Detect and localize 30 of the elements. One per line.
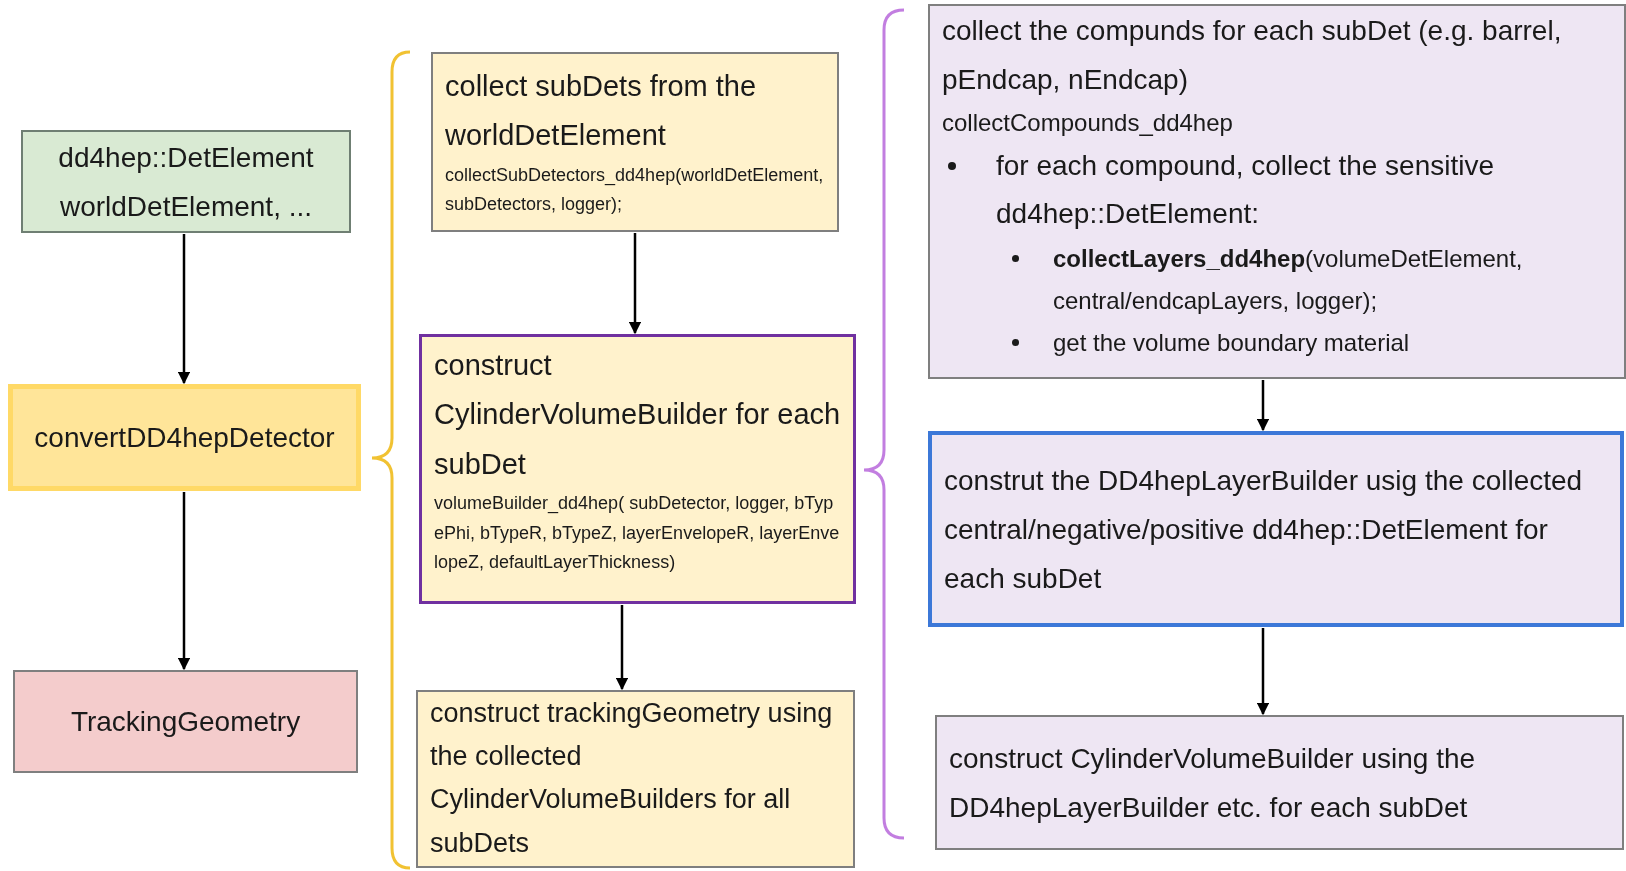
box-text: construct CylinderVolumeBuilder using the DD4hepLayerBuilder etc. for each subDet <box>949 741 1477 825</box>
box-text: collect subDets from the worldDetElement <box>445 69 758 154</box>
process-box <box>935 715 1624 850</box>
arrow <box>177 234 191 385</box>
arrow <box>615 605 629 691</box>
function-box <box>8 384 361 491</box>
box-text: collect the compunds for each subDet (e.g. barrel, pEndcap, nEndcap) <box>942 14 1563 97</box>
arrow <box>1256 380 1270 432</box>
box-text: construct trackingGeometry using the collected CylinderVolumeBuilders for all subDets <box>430 697 834 860</box>
box-text: dd4hep::DetElement worldDetElement, ... <box>57 140 315 224</box>
process-box <box>419 334 856 604</box>
bullet-text: for each compound, collect the sensitive dd4hep::DetElement: <box>996 149 1496 231</box>
code-text: collectCompounds_dd4hep <box>942 108 1234 138</box>
box-text: construt the DD4hepLayerBuilder usig the collected central/negative/positive dd4hep::DetElement for each subDet <box>944 463 1584 596</box>
bullet-text: get the volume boundary material <box>1053 327 1410 358</box>
process-box <box>431 52 839 232</box>
process-box <box>416 690 855 868</box>
bullet-text: collectLayers_dd4hep(volumeDetElement, central/endcapLayers, logger); <box>1053 243 1524 316</box>
arrow <box>177 492 191 671</box>
process-box <box>928 431 1624 627</box>
arrow <box>628 233 642 335</box>
process-box <box>928 4 1626 379</box>
input-box <box>21 130 351 233</box>
output-box <box>13 670 358 773</box>
arrow <box>1256 628 1270 716</box>
box-text: TrackingGeometry <box>70 705 301 739</box>
code-text: collectSubDetectors_dd4hep(worldDetElement, subDetectors, logger); <box>445 163 825 217</box>
box-text: construct CylinderVolumeBuilder for each subDet <box>434 348 841 482</box>
code-text: volumeBuilder_dd4hep( subDetector, logger, bTypePhi, bTypeR, bTypeZ, layerEnvelopeR, layerEnvelopeZ, defaultLayerThickness) <box>434 491 841 575</box>
box-text: convertDD4hepDetector <box>34 421 335 455</box>
